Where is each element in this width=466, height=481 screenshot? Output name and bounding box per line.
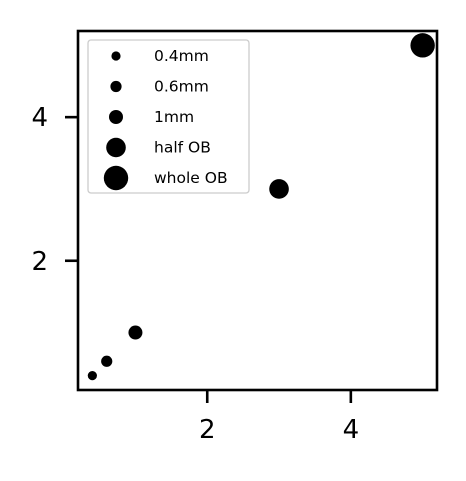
legend-marker-half-ob <box>106 137 126 158</box>
legend-marker-0.6mm <box>110 80 122 93</box>
data-point-0.4mm <box>87 371 97 381</box>
plot-frame <box>76 29 439 392</box>
legend-label-half-ob: half OB <box>154 139 211 157</box>
legend-label-1mm: 1mm <box>154 108 194 126</box>
data-point-0.6mm <box>101 355 113 367</box>
legend-marker-0.4mm <box>111 51 121 61</box>
data-point-half-ob <box>269 179 289 199</box>
y-tick-label-4: 4 <box>31 103 48 133</box>
legend-label-whole-ob: whole OB <box>154 169 228 187</box>
legend-label-0.6mm: 0.6mm <box>154 78 209 96</box>
data-point-1mm <box>128 325 143 340</box>
x-tick-label-4: 4 <box>343 415 360 445</box>
data-point-whole-ob <box>410 33 435 58</box>
legend-marker-1mm <box>109 110 123 124</box>
y-tick-label-2: 2 <box>31 247 48 277</box>
legend-box <box>87 39 250 194</box>
legend-label-0.4mm: 0.4mm <box>154 47 209 65</box>
legend-marker-whole-ob <box>103 165 129 191</box>
x-tick-label-2: 2 <box>199 415 216 445</box>
